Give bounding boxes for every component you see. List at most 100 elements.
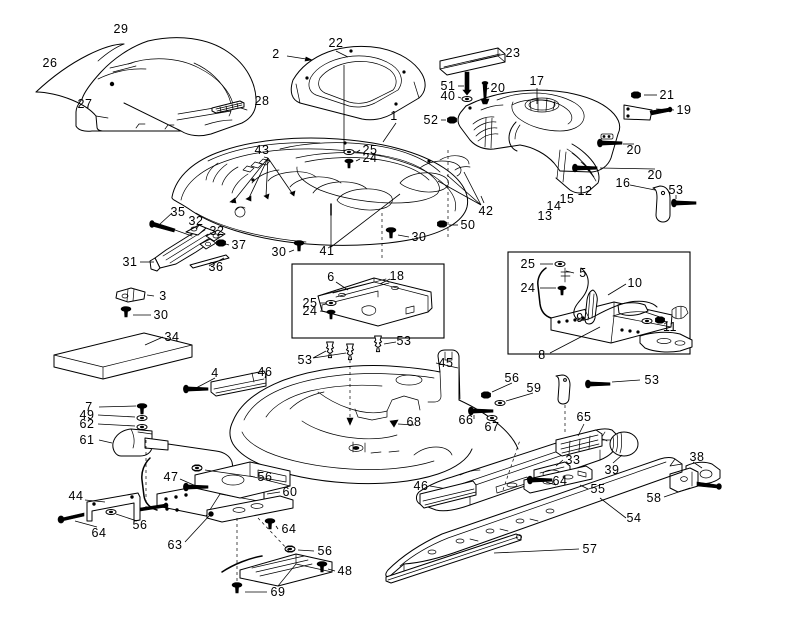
fastener-30-c bbox=[120, 306, 132, 318]
part-54-rail bbox=[385, 457, 683, 578]
leader-19 bbox=[655, 108, 675, 111]
fastener-50 bbox=[437, 220, 447, 228]
part-61-bumper-end bbox=[112, 428, 169, 457]
callout-34: 34 bbox=[164, 329, 180, 344]
leader-8 bbox=[549, 326, 601, 354]
fastener-25-c bbox=[554, 261, 566, 267]
callout-54: 54 bbox=[626, 510, 642, 525]
leader-7 bbox=[98, 405, 137, 408]
leader-30a bbox=[288, 249, 295, 253]
callout-30c: 30 bbox=[153, 307, 169, 322]
callout-19: 19 bbox=[676, 102, 692, 117]
callout-3: 3 bbox=[159, 288, 167, 303]
leader-59 bbox=[505, 392, 534, 402]
fastener-30-a bbox=[293, 240, 305, 252]
leader-53b bbox=[312, 350, 347, 359]
leader-23 bbox=[469, 53, 506, 63]
fastener-25-a bbox=[343, 149, 355, 155]
part-8-bumper-frame bbox=[537, 267, 693, 353]
callout-51: 51 bbox=[440, 78, 456, 93]
callout-66: 66 bbox=[458, 412, 474, 427]
callout-49: 49 bbox=[79, 407, 95, 422]
leader-64b bbox=[275, 525, 279, 530]
leader-45 bbox=[435, 362, 459, 369]
callout-22: 22 bbox=[328, 35, 344, 50]
callout-24c: 24 bbox=[520, 280, 536, 295]
callout-47: 47 bbox=[163, 469, 179, 484]
callout-20: 20 bbox=[490, 80, 506, 95]
leader-6 bbox=[335, 281, 349, 291]
callout-10: 10 bbox=[627, 275, 643, 290]
callout-38: 38 bbox=[689, 449, 705, 464]
leader-24a bbox=[355, 158, 361, 162]
callout-33: 33 bbox=[565, 452, 581, 467]
callout-26: 26 bbox=[42, 55, 58, 70]
callout-20c: 20 bbox=[647, 167, 663, 182]
leader-1 bbox=[382, 122, 397, 143]
inset-box-floor-panel bbox=[291, 263, 445, 339]
leader-68 bbox=[397, 423, 415, 426]
callout-30b: 30 bbox=[411, 229, 427, 244]
leader-56d bbox=[491, 382, 513, 393]
callout-14: 14 bbox=[546, 198, 562, 213]
part-17-seat-base bbox=[457, 89, 621, 194]
leaders-42 bbox=[437, 171, 482, 206]
callout-68: 68 bbox=[406, 414, 422, 429]
leader-63 bbox=[184, 515, 210, 543]
callout-64: 64 bbox=[91, 525, 107, 540]
callout-28: 28 bbox=[254, 93, 270, 108]
leader-37 bbox=[225, 243, 230, 246]
callout-53d: 53 bbox=[644, 372, 660, 387]
leader-40 bbox=[457, 96, 462, 99]
fastener-20-b bbox=[597, 138, 623, 148]
callout-67: 67 bbox=[484, 419, 500, 434]
part-21-nut bbox=[631, 91, 641, 99]
leader-39 bbox=[612, 454, 623, 464]
callout-45: 45 bbox=[438, 355, 454, 370]
part-11-fastener bbox=[641, 305, 689, 324]
callout-56d: 56 bbox=[504, 370, 520, 385]
leader-46a bbox=[264, 373, 267, 379]
callout-12: 12 bbox=[577, 183, 593, 198]
part-53-clip-right bbox=[555, 374, 571, 405]
fastener-62 bbox=[136, 424, 148, 430]
part-29-hood-cover bbox=[35, 37, 257, 137]
leader-58 bbox=[663, 487, 691, 498]
callout-24: 24 bbox=[362, 150, 378, 165]
fastener-24-a bbox=[344, 158, 354, 169]
callout-16: 16 bbox=[615, 175, 631, 190]
leader-53c bbox=[383, 341, 397, 345]
leader-67 bbox=[492, 420, 495, 424]
leader-3 bbox=[146, 294, 155, 297]
callout-5: 5 bbox=[579, 265, 587, 280]
callout-23: 23 bbox=[505, 45, 521, 60]
fastener-53-bolt bbox=[585, 379, 611, 389]
leader-38 bbox=[692, 461, 703, 469]
callout-32b: 32 bbox=[209, 223, 225, 238]
callout-55: 55 bbox=[590, 481, 606, 496]
callout-41: 41 bbox=[319, 243, 335, 258]
part-28-trim-clip bbox=[211, 100, 245, 114]
part-57-strip bbox=[385, 533, 522, 584]
callout-1: 1 bbox=[390, 108, 398, 123]
fastener-51 bbox=[462, 71, 472, 96]
callout-46b: 46 bbox=[413, 478, 429, 493]
callout-18: 18 bbox=[389, 268, 405, 283]
callout-15: 15 bbox=[559, 191, 575, 206]
leader-61 bbox=[98, 439, 113, 444]
leader-32b bbox=[216, 233, 222, 237]
callout-9: 9 bbox=[576, 310, 584, 325]
callout-36: 36 bbox=[208, 259, 224, 274]
callout-53b: 53 bbox=[297, 352, 313, 367]
callout-61: 61 bbox=[79, 432, 95, 447]
callout-11: 11 bbox=[663, 319, 677, 334]
leader-34 bbox=[144, 336, 164, 346]
leader-65 bbox=[577, 423, 585, 437]
leader-24b bbox=[319, 310, 328, 313]
leader-62 bbox=[97, 423, 136, 427]
part-38-hinge bbox=[669, 461, 722, 493]
leader-44 bbox=[84, 499, 106, 503]
leader-33 bbox=[555, 459, 564, 467]
leader-64c bbox=[545, 481, 557, 486]
